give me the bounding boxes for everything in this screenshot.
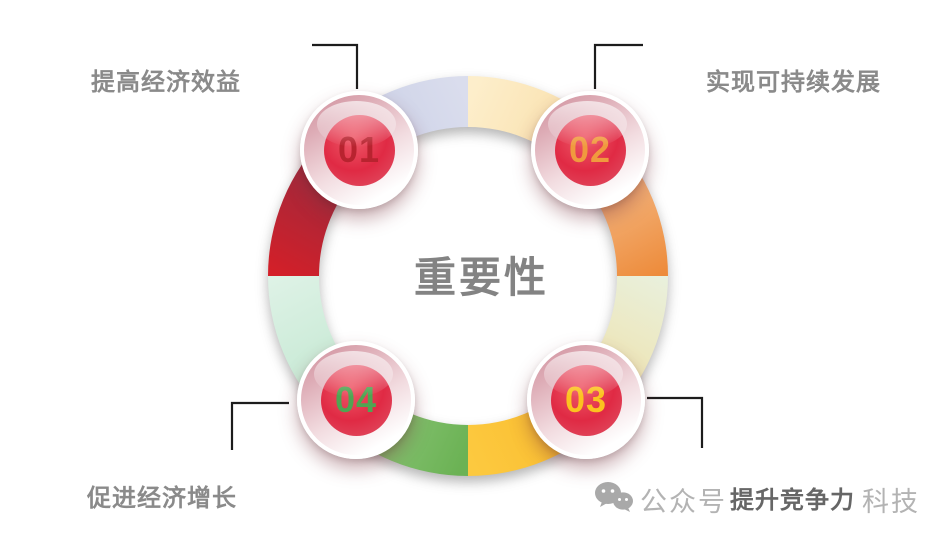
- connector-lines: [230, 43, 704, 450]
- center-title: 重要性: [414, 254, 550, 301]
- label-economic-benefit: 提高经济效益: [91, 69, 241, 96]
- badge-01-core: 01: [323, 114, 395, 186]
- badge-03: 03: [527, 341, 645, 459]
- badge-03-core: 03: [550, 364, 622, 436]
- badge-04-core: 04: [320, 364, 392, 436]
- badge-04-number: 04: [334, 379, 378, 420]
- connector-01: [312, 43, 359, 89]
- label-competitiveness: 提升竞争力: [730, 487, 855, 514]
- badge-01: 01: [300, 91, 418, 209]
- badge-03-number: 03: [564, 379, 608, 420]
- label-sustainable-development: 实现可持续发展: [706, 69, 881, 96]
- connector-02: [593, 43, 643, 89]
- connector-03: [647, 396, 704, 448]
- connector-04: [230, 401, 289, 450]
- badge-02: 02: [531, 91, 649, 209]
- badge-02-core: 02: [554, 114, 626, 186]
- badge-02-number: 02: [568, 129, 612, 170]
- badge-04: 04: [297, 341, 415, 459]
- badge-01-number: 01: [337, 129, 381, 170]
- label-economic-growth: 促进经济增长: [87, 485, 237, 512]
